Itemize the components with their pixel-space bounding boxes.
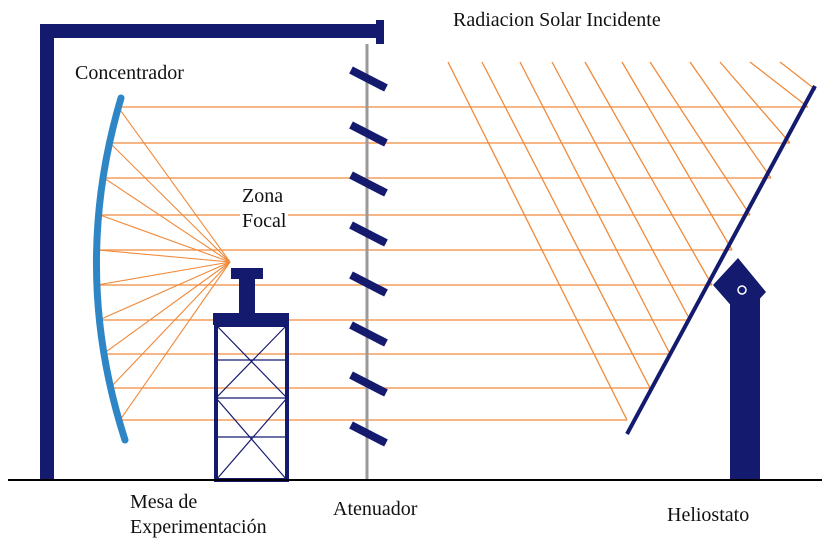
- incident-ray: [621, 61, 733, 251]
- sample-holder-top: [231, 268, 263, 279]
- attenuator: [349, 44, 388, 480]
- attenuator-slat: [349, 421, 388, 447]
- heliostat-pedestal: [730, 296, 760, 480]
- converging-ray: [117, 106, 231, 263]
- converging-ray: [119, 261, 231, 421]
- frame-left-wall: [40, 24, 54, 480]
- converging-ray: [97, 249, 231, 263]
- converging-ray: [99, 214, 231, 263]
- experimentation-table: [213, 268, 289, 482]
- table-frame: [214, 323, 289, 482]
- concentrator-label: Concentrador: [75, 62, 184, 84]
- converging-ray: [109, 261, 231, 389]
- attenuator-slat: [349, 371, 388, 397]
- incident-ray: [481, 61, 651, 389]
- incident-ray: [447, 61, 628, 421]
- attenuator-slat: [349, 66, 388, 92]
- attenuator-slat: [349, 171, 388, 197]
- incident-ray: [779, 61, 817, 91]
- heliostat: [625, 85, 817, 480]
- table-top: [213, 313, 289, 325]
- focal-zone-label-line2: Focal: [240, 210, 289, 244]
- heliostat-pivot: [737, 285, 747, 295]
- building-frame: [40, 20, 384, 480]
- incident-radiation-label: Radiacion Solar Incidente: [453, 9, 661, 31]
- converging-ray: [96, 261, 231, 286]
- attenuator-slat: [349, 221, 388, 247]
- incident-ray: [719, 61, 791, 144]
- heliostat-mount: [713, 258, 766, 318]
- converging-ray: [109, 142, 231, 263]
- frame-roof-end: [376, 20, 384, 44]
- table-label-line1: Mesa de: [130, 491, 198, 513]
- incident-ray: [649, 61, 751, 216]
- focal-zone-label-line1: Zona: [240, 185, 286, 208]
- converging-ray: [98, 261, 231, 321]
- converging-ray: [103, 177, 231, 263]
- heliostat-mirror: [625, 85, 817, 435]
- heliostat-label: Heliostato: [667, 504, 750, 526]
- table-cross-bracing: [215, 324, 288, 481]
- converging-ray: [102, 261, 231, 355]
- attenuator-slat: [349, 271, 388, 297]
- incident-ray: [551, 61, 691, 321]
- attenuator-slat: [349, 321, 388, 347]
- incident-ray: [749, 61, 809, 108]
- incident-rays: [447, 61, 817, 421]
- reflected-rays: [97, 106, 808, 421]
- incident-ray: [689, 61, 772, 179]
- incident-ray: [519, 61, 671, 355]
- sample-holder-post: [239, 278, 255, 314]
- converging-rays: [96, 106, 231, 421]
- frame-roof: [40, 24, 382, 38]
- attenuator-label: Atenuador: [333, 498, 418, 520]
- attenuator-slat: [349, 121, 388, 147]
- table-label-line2: Experimentación: [130, 516, 267, 538]
- concentrator-mirror: [92, 94, 129, 444]
- incident-ray: [584, 61, 713, 286]
